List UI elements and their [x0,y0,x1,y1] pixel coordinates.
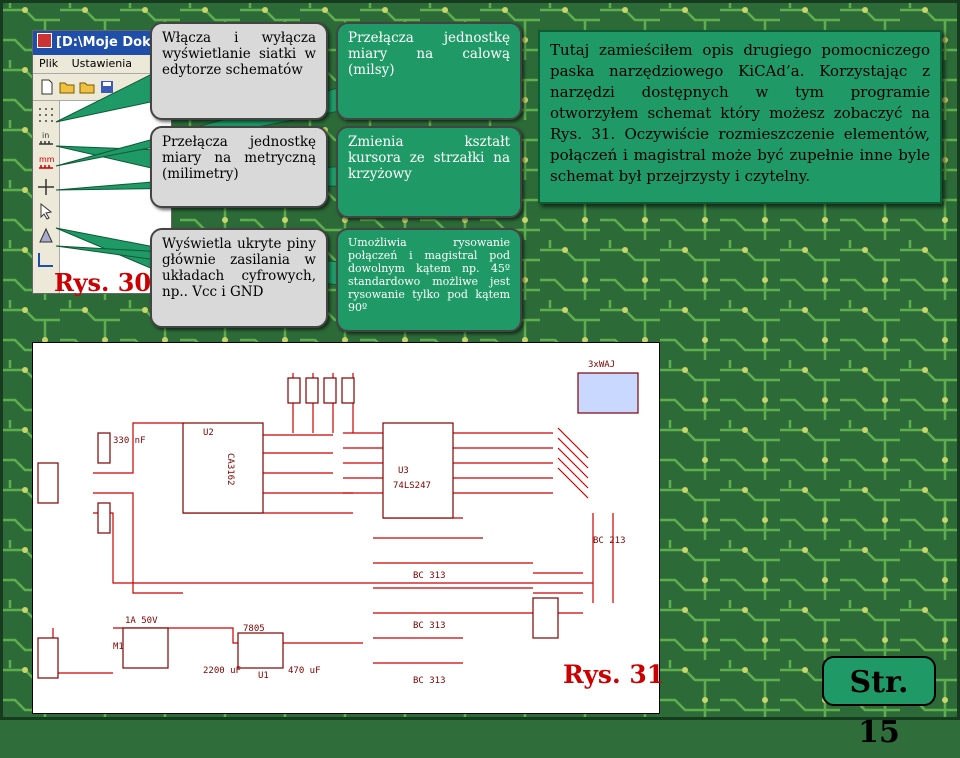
cap-c2-value: 470 uF [288,666,321,676]
figure-label-rys30: Rys. 30 [54,268,152,297]
left-toolbar: in mm [33,101,60,293]
schematic-drawing: U2 CA3162 U3 74LS247 3xWAJ 7805 U1 1A 50… [37,360,639,686]
callout-metric-unit: Przełącza jednostkę miary na metryczną (… [150,126,328,208]
callout-any-angle: Umożliwia rysowanie połączeń i magistral… [336,228,522,332]
hidden-pins-icon[interactable] [36,225,56,245]
arrow-cursor-icon[interactable] [36,201,56,221]
metric-unit-icon[interactable]: mm [36,153,56,173]
callout-hidden-pins: Wyświetla ukryte piny głównie zasilania … [150,228,328,328]
counter-name: CA3162 [225,453,235,486]
description-box: Tutaj zamieściłem opis drugiego pomocnic… [538,30,942,204]
schematic-figure: U2 CA3162 U3 74LS247 3xWAJ 7805 U1 1A 50… [32,342,660,714]
bridge-label: 1A 50V [125,616,158,626]
any-angle-icon[interactable] [36,249,56,269]
callout-inch-unit: Przełącza jednostkę miary na calową (mil… [336,22,522,120]
cursor-shape-icon[interactable] [36,177,56,197]
open-folder-icon[interactable] [59,79,75,95]
callout-grid-toggle: Włącza i wyłącza wyświetlanie siatki w e… [150,22,328,120]
menu-plik[interactable]: Plik [39,57,59,70]
cap-c1-value: 2200 uF [203,666,241,676]
display-label: 3xWAJ [588,360,615,370]
window-titlebar[interactable]: [D:\Moje Dok [33,31,171,55]
svg-text:mm: mm [39,155,55,164]
transistor-type-1: BC 313 [413,571,446,581]
save-icon[interactable] [99,79,115,95]
decoder-ref: U3 [398,466,409,476]
regulator-ref: U1 [258,671,269,681]
callout-cursor-shape: Zmienia kształt kursora ze strzałki na k… [336,126,522,218]
figure-label-rys31: Rys. 31 [563,660,665,689]
menu-ustawienia[interactable]: Ustawienia [71,57,133,70]
decoder-name: 74LS247 [393,481,431,491]
window-title: [D:\Moje Dok [56,35,151,50]
app-icon [37,33,52,48]
counter-ref: U2 [203,428,214,438]
page-number-badge: Str. 15 [822,656,936,750]
open-folder-2-icon[interactable] [79,79,95,95]
new-file-icon[interactable] [39,79,55,95]
inch-unit-icon[interactable]: in [36,129,56,149]
svg-text:in: in [42,131,49,140]
transistor-t4-type: BC 213 [593,536,626,546]
bridge-ref: M1 [113,642,124,652]
transistor-type-2: BC 313 [413,621,446,631]
cap-c3-value: 330 nF [113,436,146,446]
regulator-name: 7805 [243,624,265,634]
transistor-type-3: BC 313 [413,676,446,686]
grid-toggle-icon[interactable] [36,105,56,125]
